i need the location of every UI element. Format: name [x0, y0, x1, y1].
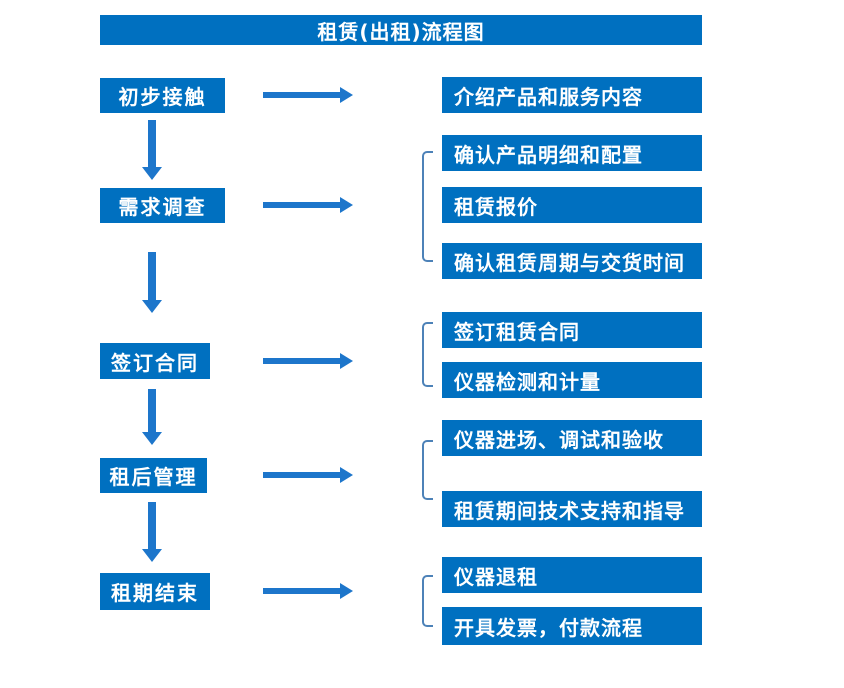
step-box-initial-contact: 初步接触 [100, 78, 225, 113]
right-arrow-5-head [340, 583, 353, 599]
detail-box-rental-quote: 租赁报价 [442, 187, 702, 223]
step-box-post-rental-mgmt: 租后管理 [100, 458, 207, 493]
detail-box-tech-support: 租赁期间技术支持和指导 [442, 491, 702, 527]
detail-box-sign-lease: 签订租赁合同 [442, 312, 702, 348]
right-arrow-4-head [340, 467, 353, 483]
detail-box-site-acceptance: 仪器进场、调试和验收 [442, 420, 702, 456]
down-arrow-2 [142, 252, 162, 313]
down-arrow-1 [142, 120, 162, 180]
group-bracket-rental-end [422, 575, 433, 627]
right-arrow-2 [263, 197, 353, 213]
step-box-rental-end: 租期结束 [100, 573, 210, 610]
down-arrow-4-head [142, 549, 162, 562]
right-arrow-4 [263, 467, 353, 483]
down-arrow-2-head [142, 300, 162, 313]
right-arrow-1 [263, 87, 353, 103]
detail-box-confirm-config: 确认产品明细和配置 [442, 135, 702, 171]
right-arrow-1-shaft [263, 92, 341, 98]
right-arrow-1-head [340, 87, 353, 103]
down-arrow-1-head [142, 167, 162, 180]
down-arrow-1-shaft [148, 120, 156, 167]
right-arrow-5 [263, 583, 353, 599]
down-arrow-4 [142, 502, 162, 562]
down-arrow-3-head [142, 432, 162, 445]
down-arrow-4-shaft [148, 502, 156, 549]
flowchart-title: 租赁(出租)流程图 [100, 15, 702, 45]
right-arrow-5-shaft [263, 588, 341, 594]
detail-box-instrument-check: 仪器检测和计量 [442, 362, 702, 398]
right-arrow-3-shaft [263, 358, 341, 364]
group-bracket-demand-survey [422, 151, 433, 262]
step-box-sign-contract: 签订合同 [100, 343, 210, 379]
right-arrow-4-shaft [263, 472, 341, 478]
group-bracket-sign-contract [422, 322, 433, 387]
detail-box-invoice-payment: 开具发票，付款流程 [442, 607, 702, 645]
detail-box-confirm-period: 确认租赁周期与交货时间 [442, 243, 702, 279]
detail-box-return-rental: 仪器退租 [442, 557, 702, 593]
right-arrow-3 [263, 353, 353, 369]
right-arrow-3-head [340, 353, 353, 369]
down-arrow-3 [142, 389, 162, 445]
down-arrow-3-shaft [148, 389, 156, 432]
group-bracket-post-rental [422, 440, 433, 500]
right-arrow-2-shaft [263, 202, 341, 208]
detail-box-intro-products: 介绍产品和服务内容 [442, 77, 702, 113]
step-box-demand-survey: 需求调查 [100, 188, 225, 223]
right-arrow-2-head [340, 197, 353, 213]
down-arrow-2-shaft [148, 252, 156, 300]
